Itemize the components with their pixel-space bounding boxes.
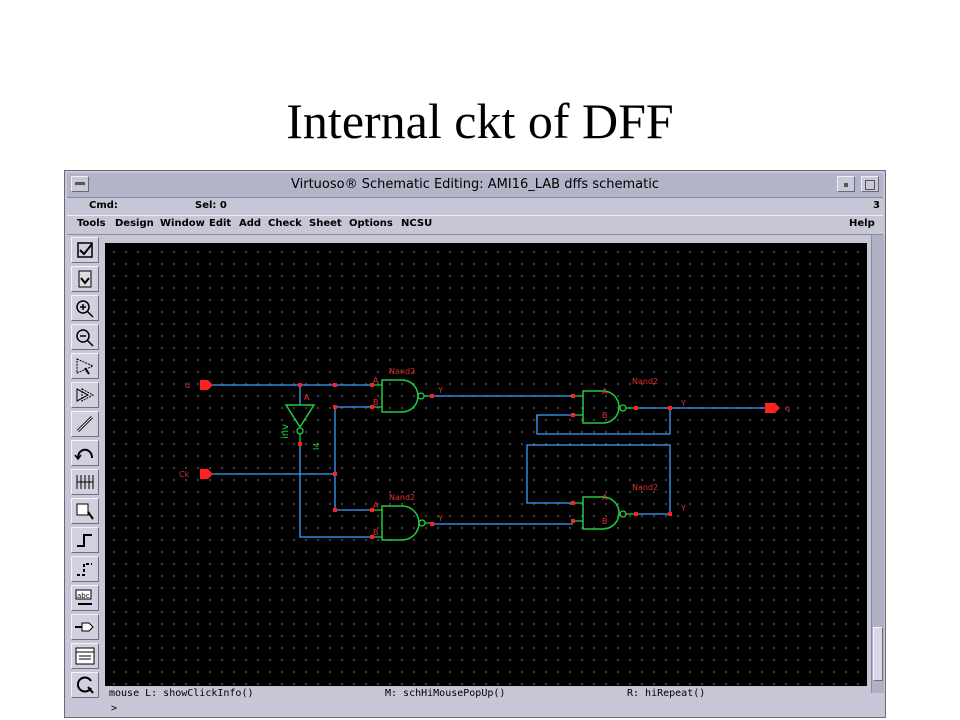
nand-gate-2: Nand2 A B Y <box>372 493 443 541</box>
gate-name: Nand2 <box>632 377 658 386</box>
gate-pin-b: B <box>602 411 608 420</box>
copy-icon[interactable] <box>71 382 99 408</box>
schematic-drawing: d Ck q inv I4 A Nand2 A B <box>179 367 790 541</box>
menu-help[interactable]: Help <box>849 218 875 229</box>
window-icon[interactable] <box>71 643 99 669</box>
window-number: 3 <box>873 200 880 211</box>
save-icon[interactable] <box>71 266 99 292</box>
window-titlebar[interactable]: Virtuoso® Schematic Editing: AMI16_LAB d… <box>67 173 883 198</box>
inv-name: inv <box>280 424 291 439</box>
wire-ck-trunk <box>334 407 372 511</box>
scrollbar-thumb[interactable] <box>873 627 883 681</box>
wire-name-icon[interactable] <box>71 556 99 582</box>
gate-name: Nand2 <box>389 493 415 502</box>
zoom-in-icon[interactable] <box>71 295 99 321</box>
menu-tools[interactable]: Tools <box>77 218 106 229</box>
pin-ck <box>200 469 213 479</box>
pin-icon[interactable] <box>71 527 99 553</box>
repeat-icon[interactable] <box>71 672 99 698</box>
menu-options[interactable]: Options <box>349 218 393 229</box>
selection-count: Sel: 0 <box>195 200 227 211</box>
menu-bar: Tools Design Window Edit Add Check Sheet… <box>67 215 883 235</box>
toolbar: abc <box>67 237 103 707</box>
slide-title: Internal ckt of DFF <box>286 93 674 149</box>
zoom-out-icon[interactable] <box>71 324 99 350</box>
menu-sheet[interactable]: Sheet <box>309 218 342 229</box>
gate-pin-y: Y <box>680 504 686 513</box>
gate-name: Nand2 <box>632 483 658 492</box>
cmd-label: Cmd: <box>89 200 118 211</box>
command-prompt[interactable]: > <box>105 702 883 716</box>
mouse-bindings-bar: mouse L: showClickInfo() M: schHiMousePo… <box>105 688 885 701</box>
svg-text:abc: abc <box>77 592 90 600</box>
check-icon[interactable] <box>71 237 99 263</box>
gate-pin-a: A <box>602 387 608 396</box>
menu-ncsu[interactable]: NCSU <box>401 218 433 229</box>
mouse-middle-binding: M: schHiMousePopUp() <box>385 688 506 699</box>
status-row: Cmd: Sel: 0 3 <box>67 198 883 214</box>
inv-pin-label: A <box>304 393 310 402</box>
gate-pin-y: Y <box>437 514 443 523</box>
window-title: Virtuoso® Schematic Editing: AMI16_LAB d… <box>291 177 659 192</box>
menu-window[interactable]: Window <box>160 218 205 229</box>
prompt-symbol: > <box>111 703 118 714</box>
gate-pin-b: B <box>373 528 379 537</box>
gate-pin-b: B <box>602 517 608 526</box>
virtuoso-window: Virtuoso® Schematic Editing: AMI16_LAB d… <box>64 170 886 718</box>
wire-icon[interactable] <box>71 411 99 437</box>
label-icon[interactable]: abc <box>71 585 99 611</box>
inv-instance: I4 <box>312 443 321 450</box>
wire-inv-out <box>299 444 372 538</box>
pin-d-label: d <box>185 381 190 390</box>
gate-pin-a: A <box>373 501 379 510</box>
gate-pin-b: B <box>373 398 379 407</box>
connection-points <box>298 383 672 539</box>
minimize-button[interactable] <box>837 176 855 192</box>
nand-gate-3: Nand2 A B Y <box>573 377 686 424</box>
vertical-scrollbar[interactable] <box>871 235 884 693</box>
gate-pin-a: A <box>602 493 608 502</box>
property-icon[interactable] <box>71 469 99 495</box>
mouse-right-binding: R: hiRepeat() <box>627 688 706 699</box>
nand-gate-4: Nand2 A B Y <box>573 483 686 530</box>
schematic-canvas[interactable]: d Ck q inv I4 A Nand2 A B <box>105 243 867 686</box>
gate-name: Nand2 <box>389 367 415 376</box>
gate-pin-y: Y <box>437 386 443 395</box>
menu-design[interactable]: Design <box>115 218 154 229</box>
gate-pin-a: A <box>373 376 379 385</box>
gate-pin-y: Y <box>680 399 686 408</box>
menu-add[interactable]: Add <box>239 218 262 229</box>
menu-edit[interactable]: Edit <box>209 218 232 229</box>
mouse-left-binding: mouse L: showClickInfo() <box>109 688 254 699</box>
undo-icon[interactable] <box>71 440 99 466</box>
menu-check[interactable]: Check <box>268 218 302 229</box>
stretch-icon[interactable] <box>71 353 99 379</box>
wires <box>209 384 765 538</box>
maximize-button[interactable] <box>861 176 879 192</box>
nand-gate-1: Nand2 A B Y <box>372 367 443 413</box>
instance-icon[interactable] <box>71 498 99 524</box>
pin-d <box>200 380 213 390</box>
pin-q <box>765 403 780 413</box>
wire-q-fb <box>536 408 671 435</box>
net-icon[interactable] <box>71 614 99 640</box>
pin-ck-label: Ck <box>179 470 190 479</box>
wire-qb-fb <box>526 444 671 515</box>
window-menu-button[interactable] <box>71 176 89 192</box>
pin-q-label: q <box>785 404 790 413</box>
input-pins: d Ck q <box>179 380 790 479</box>
